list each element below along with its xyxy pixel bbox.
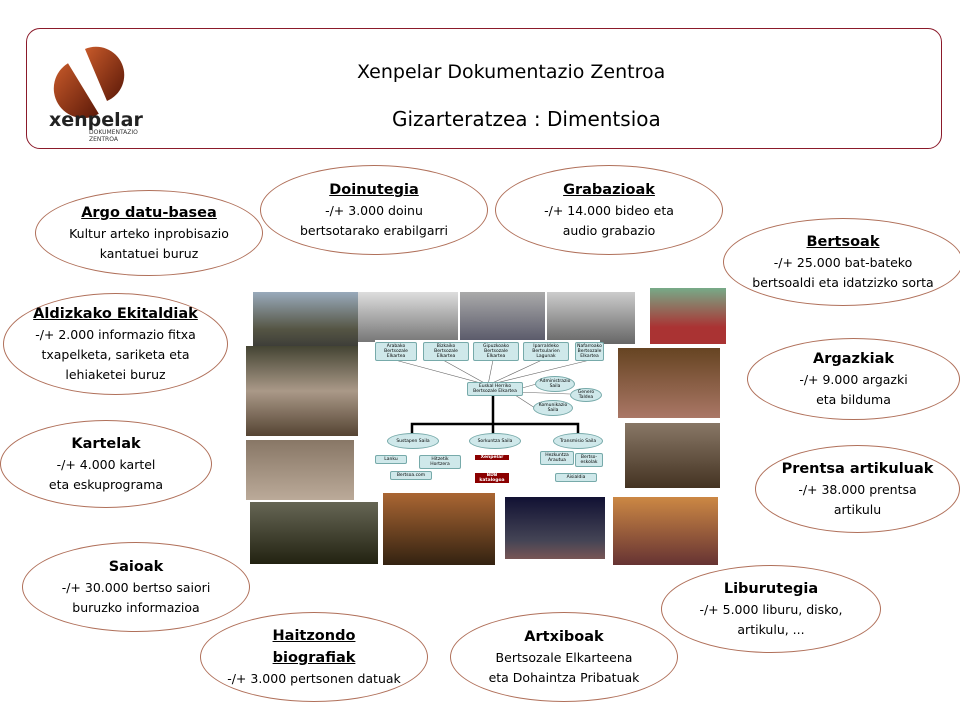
photo xyxy=(383,493,495,565)
ellipse-line: lehiaketei buruz xyxy=(65,367,166,382)
ellipse-line: eta eskuprograma xyxy=(48,477,164,492)
org-node: Aisialdia xyxy=(555,473,597,482)
ellipse-argazkiak: Argazkiak -/+ 9.000 argazki eta bilduma xyxy=(747,338,960,420)
ellipse-line: -/+ 4.000 kartel xyxy=(56,457,156,472)
ellipse-line: kantatuei buruz xyxy=(99,246,199,261)
photo xyxy=(505,497,605,559)
ellipse-argo: Argo datu-basea Kultur arteko inprobisaz… xyxy=(35,190,263,276)
org-node: Administrazio Saila xyxy=(535,376,575,392)
ellipse-line: -/+ 3.000 pertsonen datuak xyxy=(227,671,401,686)
ellipse-kartelak: Kartelak -/+ 4.000 kartel eta eskuprogra… xyxy=(0,420,212,508)
xenpelar-logo-icon xyxy=(53,46,125,119)
org-node: Bertso-eskolak xyxy=(575,453,603,467)
org-node: Bizkaiko Bertsozale Elkartea xyxy=(423,342,469,361)
ellipse-title: Doinutegia xyxy=(329,182,419,198)
photo xyxy=(613,497,718,565)
ellipse-title: Aldizkako Ekitaldiak xyxy=(33,306,198,322)
ellipse-bertsoak: Bertsoak -/+ 25.000 bat-bateko bertsoald… xyxy=(723,218,960,306)
org-node: Genero Taldea xyxy=(570,388,602,402)
org-node: Arabako Bertsozale Elkartea xyxy=(375,342,417,361)
ellipse-title: Prentsa artikuluak xyxy=(781,461,934,477)
org-node: Lanku xyxy=(375,455,407,464)
photo xyxy=(250,502,378,564)
ellipse-line: -/+ 14.000 bideo eta xyxy=(544,203,674,218)
ellipse-line: buruzko informazioa xyxy=(72,600,200,615)
org-node: Bertsoa.com xyxy=(390,471,432,480)
ellipse-aldizkako-ekitaldiak: Aldizkako Ekitaldiak -/+ 2.000 informazi… xyxy=(3,293,228,395)
org-node-highlight: BDB katalogoa xyxy=(475,473,509,483)
ellipse-title: Argazkiak xyxy=(812,351,895,367)
org-chart-lines xyxy=(394,359,591,440)
photo xyxy=(253,292,358,354)
photo xyxy=(618,348,720,418)
ellipse-line: -/+ 25.000 bat-bateko xyxy=(773,255,913,270)
ellipse-grabazioak: Grabazioak -/+ 14.000 bideo eta audio gr… xyxy=(495,165,723,255)
page-subtitle: Gizarteratzea : Dimentsioa xyxy=(392,107,661,131)
ellipse-title: Haitzondo biografiak xyxy=(272,628,356,666)
photo xyxy=(358,292,458,342)
org-node: Hitzetik Hortzera xyxy=(419,455,461,469)
org-node: Transmisio Saila xyxy=(553,433,603,449)
org-node-highlight: Xenpelar xyxy=(475,455,509,460)
ellipse-line: Bertsozale Elkarteena xyxy=(495,650,633,665)
ellipse-line: -/+ 30.000 bertso saiori xyxy=(61,580,211,595)
org-node: Sustapen Saila xyxy=(387,433,439,449)
ellipse-line: audio grabazio xyxy=(562,223,656,238)
ellipse-title: Kartelak xyxy=(71,436,141,452)
org-node: Gipuzkoako Bertsozale Elkartea xyxy=(473,342,519,361)
ellipse-line: txapelketa, sariketa eta xyxy=(41,347,190,362)
ellipse-title: Artxiboak xyxy=(524,629,604,645)
ellipse-line: eta Dohaintza Pribatuak xyxy=(488,670,640,685)
photo xyxy=(547,292,635,344)
ellipse-line: -/+ 3.000 doinu xyxy=(325,203,423,218)
org-node: Hezkuntza Arautua xyxy=(540,451,574,465)
ellipse-title: Saioak xyxy=(108,559,164,575)
ellipse-line: artikulu, ... xyxy=(737,622,805,637)
ellipse-line: -/+ 5.000 liburu, disko, xyxy=(699,602,843,617)
ellipse-line: eta bilduma xyxy=(816,392,891,407)
ellipse-liburutegia: Liburutegia -/+ 5.000 liburu, disko, art… xyxy=(661,565,881,653)
ellipse-doinutegia: Doinutegia -/+ 3.000 doinu bertsotarako … xyxy=(260,165,488,255)
org-node-center: Euskal Herriko Bertsozale Elkartea xyxy=(467,382,523,396)
ellipse-line: -/+ 2.000 informazio fitxa xyxy=(35,327,196,342)
ellipse-line: bertsotarako erabilgarri xyxy=(299,223,449,238)
ellipse-haitzondo-biografiak: Haitzondo biografiak -/+ 3.000 pertsonen… xyxy=(200,612,428,702)
photo xyxy=(650,288,726,344)
ellipse-line: artikulu xyxy=(833,502,882,517)
org-node: Sorkuntza Saila xyxy=(469,433,521,449)
header-banner: xenpelar DOKUMENTAZIO ZENTROA Xenpelar D… xyxy=(26,28,942,149)
org-node: Nafarroako Bertsozale Elkartea xyxy=(575,342,604,361)
org-node: Komunikazio Saila xyxy=(533,400,573,416)
ellipse-title: Bertsoak xyxy=(806,234,880,250)
logo-text: xenpelar xyxy=(49,109,143,131)
ellipse-title: Grabazioak xyxy=(563,182,655,198)
ellipse-line: -/+ 9.000 argazki xyxy=(799,372,908,387)
ellipse-artxiboak: Artxiboak Bertsozale Elkarteena eta Doha… xyxy=(450,612,678,702)
ellipse-line: -/+ 38.000 prentsa xyxy=(798,482,917,497)
ellipse-line: Kultur arteko inprobisazio xyxy=(69,226,229,241)
org-node: Iparraldeko Bertsularien Lagunak xyxy=(523,342,569,361)
ellipse-saioak: Saioak -/+ 30.000 bertso saiori buruzko … xyxy=(22,542,250,632)
ellipse-title: Liburutegia xyxy=(723,581,819,597)
photo xyxy=(460,292,545,344)
ellipse-line: bertsoaldi eta idatzizko sorta xyxy=(752,275,934,290)
photo xyxy=(625,423,720,488)
org-chart: Arabako Bertsozale Elkartea Bizkaiko Ber… xyxy=(375,340,604,490)
photo xyxy=(246,346,358,436)
photo xyxy=(246,440,354,500)
logo-subtext: DOKUMENTAZIO ZENTROA xyxy=(89,129,138,143)
page-title: Xenpelar Dokumentazio Zentroa xyxy=(357,61,666,83)
ellipse-title: Argo datu-basea xyxy=(81,205,217,221)
ellipse-prentsa-artikuluak: Prentsa artikuluak -/+ 38.000 prentsa ar… xyxy=(755,445,960,533)
